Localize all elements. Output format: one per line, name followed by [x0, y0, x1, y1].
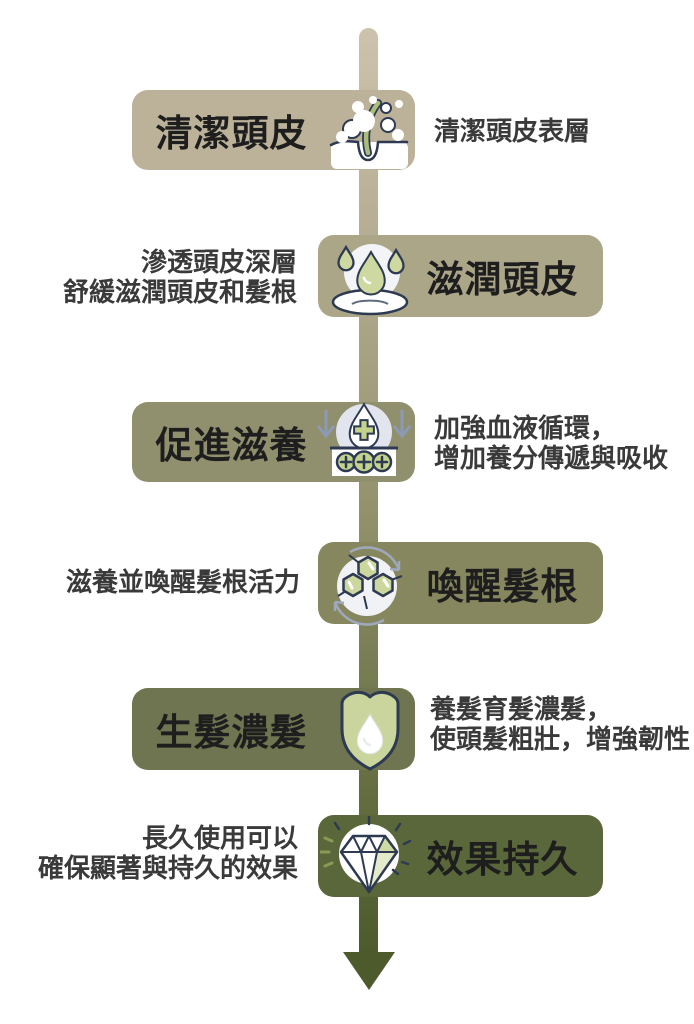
scalp-follicle-icon [328, 95, 414, 171]
step-note: 滋養並喚醒髮根活力 [65, 567, 300, 597]
arrowhead-icon [343, 952, 395, 990]
step-note: 滲透頭皮深層 舒緩滋潤頭皮和髮根 [62, 247, 297, 307]
step-note: 加強血液循環， 增加養分傳遞與吸收 [434, 413, 669, 473]
step-note: 養髮育髮濃髮， 使頭髮粗壯，增強韌性 [430, 694, 691, 754]
step-note: 長久使用可以 確保顯著與持久的效果 [37, 823, 298, 883]
step-note: 清潔頭皮表層 [434, 116, 591, 146]
step-title: 滋潤頭皮 [426, 259, 579, 300]
molecule-renewal-icon [322, 546, 412, 626]
diamond-shine-icon [319, 815, 414, 902]
step-title: 促進滋養 [155, 425, 308, 466]
step-title: 生髮濃髮 [155, 712, 308, 753]
shield-droplet-icon [332, 687, 408, 775]
step-title: 效果持久 [426, 839, 579, 880]
water-drops-ripple-icon [326, 238, 414, 318]
step-title: 喚醒髮根 [426, 566, 579, 607]
step-title: 清潔頭皮 [155, 113, 308, 154]
nutrient-absorption-icon [306, 398, 422, 480]
